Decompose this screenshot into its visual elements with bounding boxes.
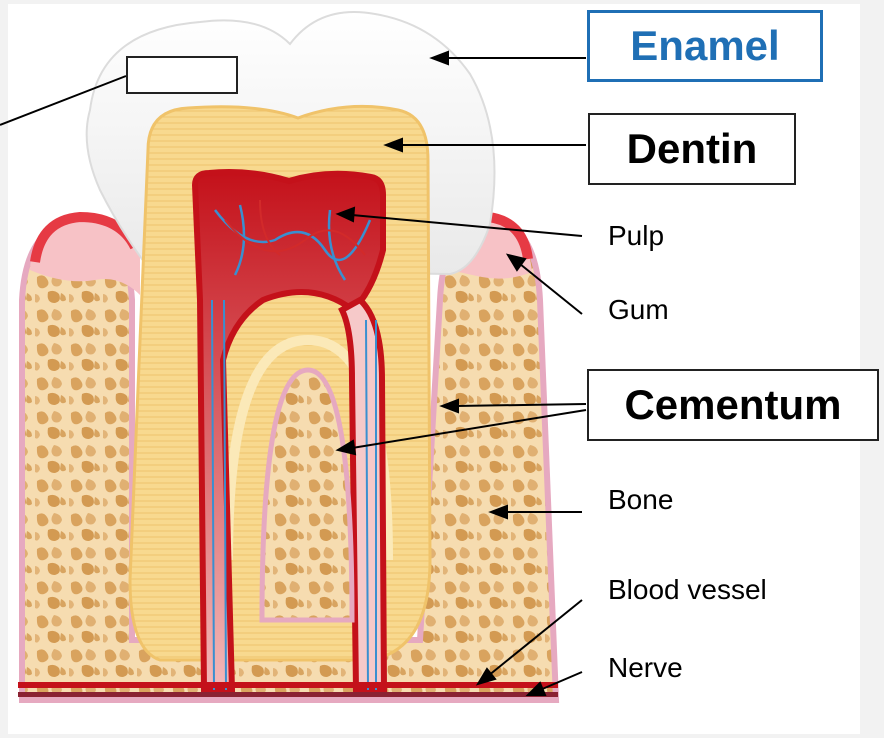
blood-vessel-label: Blood vessel (608, 574, 767, 606)
blank-label-box[interactable] (126, 56, 238, 94)
pulp-label: Pulp (608, 220, 664, 252)
gum-label: Gum (608, 294, 669, 326)
cementum-label: Cementum (624, 381, 841, 429)
bone-label: Bone (608, 484, 673, 516)
dentin-label: Dentin (627, 125, 758, 173)
nerve-label: Nerve (608, 652, 683, 684)
dentin-label-box: Dentin (588, 113, 796, 185)
enamel-label-box: Enamel (587, 10, 823, 82)
nerve-line (18, 692, 558, 697)
enamel-label: Enamel (630, 22, 779, 70)
cementum-label-box: Cementum (587, 369, 879, 441)
